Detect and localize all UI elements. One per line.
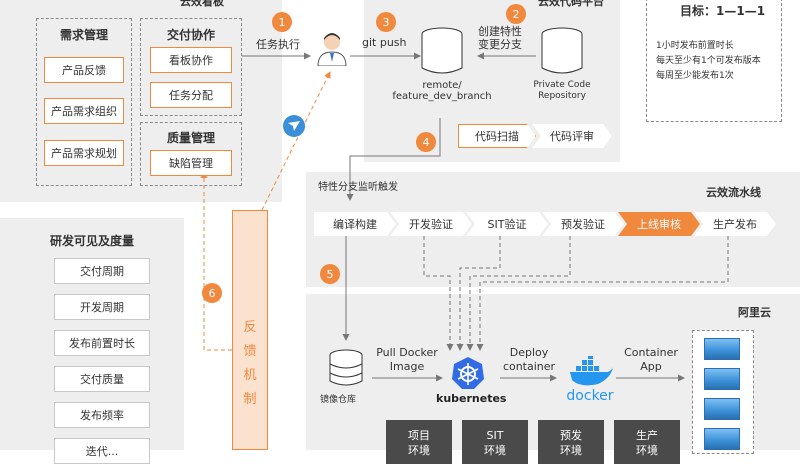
container-icon [704, 368, 740, 390]
step-2-label: 创建特性 变更分支 [478, 25, 522, 51]
pipeline-title: 云效流水线 [706, 186, 761, 199]
feedback-mechanism [232, 210, 268, 450]
developer-avatar [314, 30, 350, 67]
docker-icon [568, 354, 614, 388]
step-5-badge: 5 [320, 264, 340, 284]
remote-repo-label: remote/ feature_dev_branch [392, 80, 492, 102]
container-stack [702, 338, 742, 450]
step-1-label: 任务执行 [256, 38, 300, 51]
deploy-label: Deploy container [502, 346, 556, 373]
requirements-group [36, 18, 132, 186]
metric-item[interactable]: 发布前置时长 [54, 330, 150, 356]
goal-line-3: 每周至少能发布1次 [656, 71, 734, 81]
environment-box: SIT 环境 [462, 420, 528, 464]
pipeline-stage[interactable]: 生产发布 [694, 212, 776, 236]
step-4-badge: 4 [416, 132, 436, 152]
check-code-scan[interactable]: 代码扫描 [458, 124, 536, 148]
registry-label: 镜像仓库 [320, 395, 357, 405]
quality-title: 质量管理 [166, 131, 215, 145]
environment-box: 项目 环境 [386, 420, 452, 464]
pull-image-label: Pull Docker Image [376, 346, 438, 373]
arrow-feedback-person [261, 71, 331, 211]
environment-box: 预发 环境 [538, 420, 604, 464]
pipeline-stage[interactable]: 开发验证 [390, 212, 472, 236]
arrow-trigger [346, 118, 441, 201]
check-code-review[interactable]: 代码评审 [532, 124, 612, 148]
feedback-bird-icon [283, 115, 305, 137]
container-app-label: Container App [624, 346, 678, 373]
aliyun-title: 阿里云 [738, 306, 771, 319]
arrow-feedback-quality [200, 171, 232, 351]
requirements-title: 需求管理 [59, 28, 108, 42]
step-2-badge: 2 [506, 4, 526, 24]
goal-box [646, 0, 782, 122]
metric-item[interactable]: 迭代... [54, 438, 150, 464]
private-repo-label: Private Code Repository [533, 80, 591, 101]
quality-group [140, 122, 242, 186]
req-item-organize[interactable]: 产品需求组织 [44, 98, 124, 124]
goal-line-1: 1小时发布前置时长 [656, 41, 734, 51]
code-platform-title: 云效代码平台 [538, 0, 604, 8]
kubernetes-icon [450, 355, 486, 391]
goal-line-2: 每天至少有1个可发布版本 [656, 56, 761, 66]
pipeline-trigger-label: 特性分支监听触发 [318, 182, 398, 193]
pipeline-stage[interactable]: 编译构建 [314, 212, 396, 236]
remote-repo-icon [420, 26, 464, 76]
delivery-group [140, 18, 242, 116]
feedback-label: 反 馈 机 制 [243, 320, 257, 407]
environment-box: 生产 环境 [614, 420, 680, 464]
pipeline-stage[interactable]: 预发验证 [542, 212, 624, 236]
delivery-title: 交付协作 [166, 28, 215, 42]
goal-title: 目标：1—1—1 [680, 4, 766, 18]
connector-layer [200, 52, 729, 382]
pipeline-stage[interactable]: SIT验证 [466, 212, 548, 236]
private-repo-icon [540, 26, 584, 76]
metric-item[interactable]: 交付质量 [54, 366, 150, 392]
metric-item[interactable]: 交付周期 [54, 258, 150, 284]
container-icon [704, 338, 740, 360]
step-3-label: git push [362, 36, 407, 49]
step-1-badge: 1 [272, 12, 292, 32]
container-icon [704, 428, 740, 450]
metric-item[interactable]: 发布频率 [54, 402, 150, 428]
delivery-item-task[interactable]: 任务分配 [150, 82, 232, 108]
step-3-badge: 3 [376, 12, 396, 32]
req-item-plan[interactable]: 产品需求规划 [44, 140, 124, 166]
delivery-item-kanban[interactable]: 看板协作 [150, 47, 232, 73]
step-6-badge: 6 [202, 283, 222, 303]
metrics-list: 交付周期开发周期发布前置时长交付质量发布频率迭代... [54, 258, 150, 464]
pipeline-stage[interactable]: 上线审核 [618, 212, 700, 236]
docker-label: docker [566, 388, 614, 404]
quality-item-defect[interactable]: 缺陷管理 [150, 150, 232, 176]
metric-item[interactable]: 开发周期 [54, 294, 150, 320]
req-item-feedback[interactable]: 产品反馈 [44, 57, 124, 83]
board-title: 云效看板 [180, 0, 224, 8]
metrics-title: 研发可见及度量 [49, 234, 134, 248]
kubernetes-label: kubernetes [436, 392, 507, 405]
registry-icon [326, 348, 366, 388]
container-icon [704, 398, 740, 420]
